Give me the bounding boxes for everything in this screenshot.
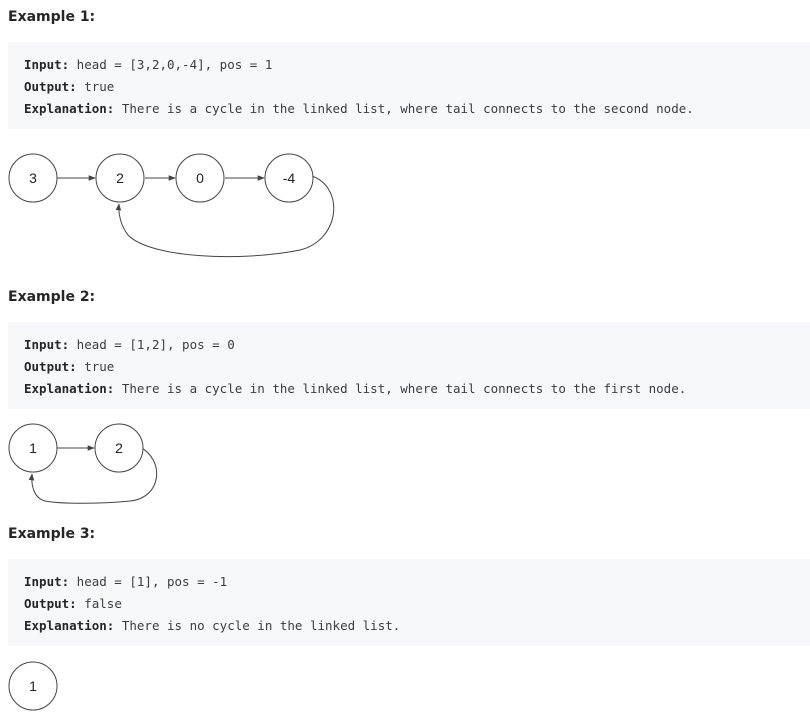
input-label: Input: (24, 57, 70, 72)
list-node: -4 (264, 153, 314, 203)
example-2-title: Example 2: (8, 289, 96, 305)
input-value: head = [1,2], pos = 0 (69, 337, 235, 352)
output-value: true (76, 79, 115, 94)
list-node: 2 (95, 153, 145, 203)
node-value: 3 (29, 170, 37, 186)
example-1-explanation-line: Explanation: There is a cycle in the lin… (24, 98, 794, 120)
example-1-code-block: Input: head = [3,2,0,-4], pos = 1 Output… (8, 42, 810, 129)
explanation-label: Explanation: (24, 381, 115, 396)
input-label: Input: (24, 337, 70, 352)
node-value: 2 (115, 440, 123, 456)
list-node: 3 (8, 153, 58, 203)
node-value: 1 (29, 678, 37, 694)
example-2-code-block: Input: head = [1,2], pos = 0 Output: tru… (8, 322, 810, 409)
example-2-input-line: Input: head = [1,2], pos = 0 (24, 334, 794, 356)
list-node: 2 (94, 423, 144, 473)
explanation-value: There is a cycle in the linked list, whe… (114, 101, 694, 116)
output-label: Output: (24, 596, 77, 611)
example-1-output-line: Output: true (24, 76, 794, 98)
output-value: false (76, 596, 122, 611)
example-3-title: Example 3: (8, 526, 96, 542)
cycle-edge-neg4-to-2 (115, 175, 335, 258)
example-3-output-line: Output: false (24, 593, 794, 615)
example-3-input-line: Input: head = [1], pos = -1 (24, 571, 794, 593)
input-value: head = [1], pos = -1 (69, 574, 228, 589)
example-1-input-line: Input: head = [3,2,0,-4], pos = 1 (24, 54, 794, 76)
output-label: Output: (24, 359, 77, 374)
cycle-edge-2-to-1 (28, 446, 157, 504)
example-3-linked-list-diagram: 1 (8, 661, 58, 711)
input-value: head = [3,2,0,-4], pos = 1 (69, 57, 273, 72)
output-value: true (76, 359, 115, 374)
explanation-label: Explanation: (24, 618, 115, 633)
list-node: 1 (8, 423, 58, 473)
example-2-linked-list-diagram: 1 2 (8, 423, 157, 504)
explanation-label: Explanation: (24, 101, 115, 116)
node-value: 1 (29, 440, 37, 456)
example-2-explanation-line: Explanation: There is a cycle in the lin… (24, 378, 794, 400)
example-1-title: Example 1: (8, 9, 96, 25)
example-2-output-line: Output: true (24, 356, 794, 378)
node-value: -4 (283, 170, 296, 186)
list-node: 0 (175, 153, 225, 203)
list-node: 1 (8, 661, 58, 711)
input-label: Input: (24, 574, 70, 589)
example-3-code-block: Input: head = [1], pos = -1 Output: fals… (8, 559, 810, 646)
output-label: Output: (24, 79, 77, 94)
node-value: 2 (116, 170, 124, 186)
example-1-linked-list-diagram: 3 2 0 -4 (8, 153, 335, 258)
example-3-explanation-line: Explanation: There is no cycle in the li… (24, 615, 794, 637)
explanation-value: There is a cycle in the linked list, whe… (114, 381, 687, 396)
node-value: 0 (196, 170, 204, 186)
explanation-value: There is no cycle in the linked list. (114, 618, 401, 633)
